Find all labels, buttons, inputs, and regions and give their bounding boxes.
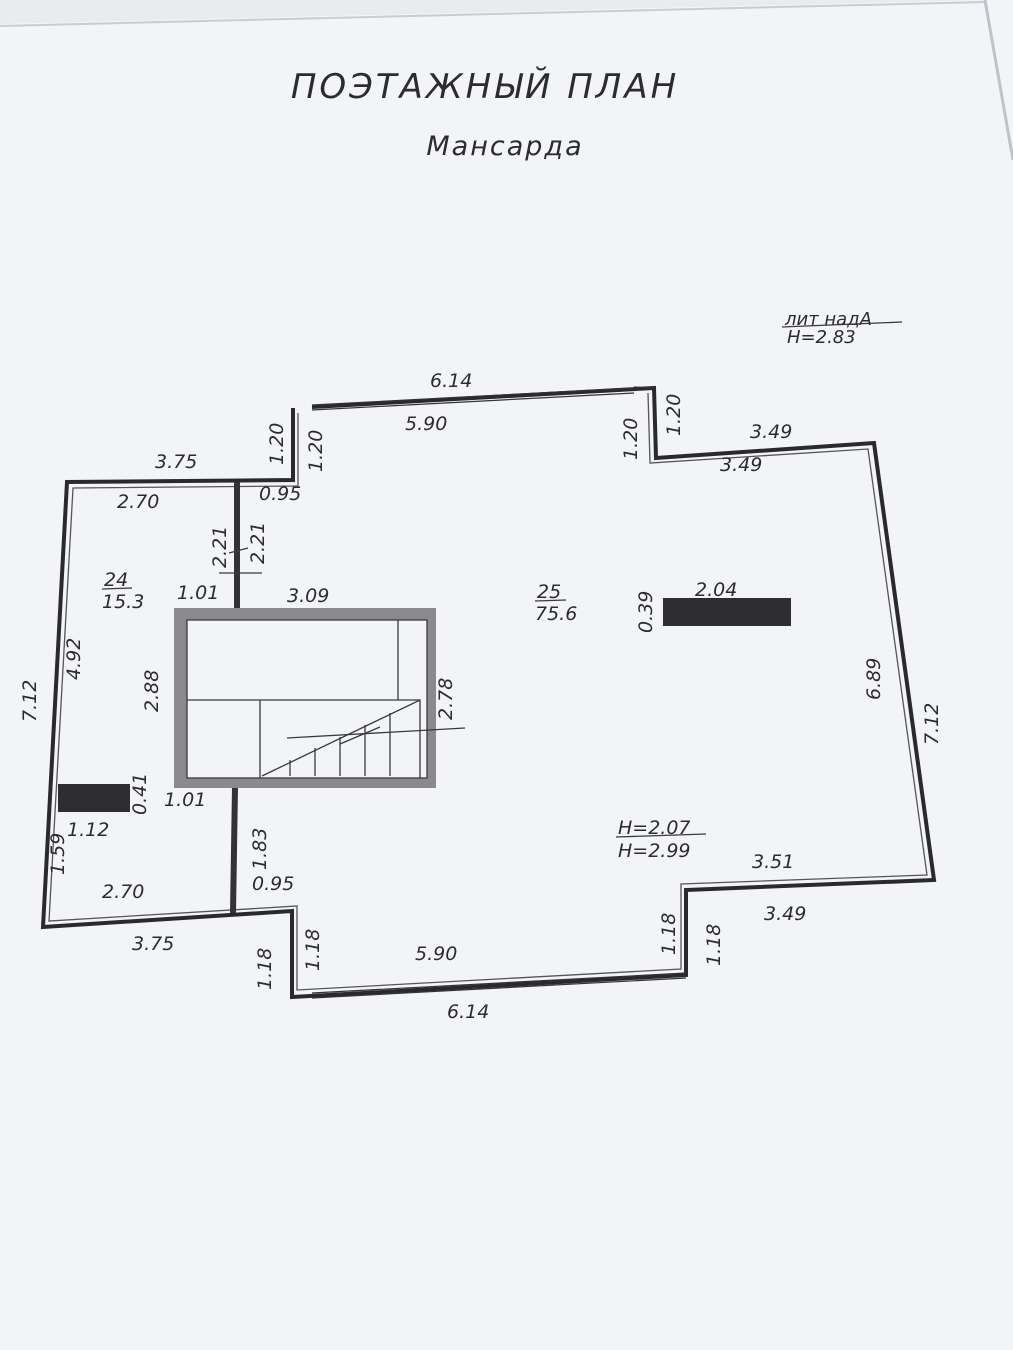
room-24-divider (101, 587, 133, 590)
dim-notch-tl-outer: 1.20 (266, 423, 288, 465)
dim-right-bottom-inner: 3.51 (752, 851, 794, 873)
bottom-window (311, 972, 687, 999)
height-label: Н=2.07 Н=2.99 (615, 817, 707, 862)
outer-wall-inner-line (48, 392, 928, 991)
paper-edge (0, 1, 986, 27)
outer-wall (40, 385, 937, 1000)
chimney-right (663, 598, 791, 626)
dim-left-bottom: 3.75 (132, 933, 174, 955)
dim-right-inner: 6.89 (863, 658, 885, 700)
dim-bottom-outer: 6.14 (447, 1001, 489, 1023)
room-24-label: 24 15.3 (101, 569, 144, 613)
dim-notch-tr-inner: 1.20 (620, 418, 642, 460)
lit-height: Н=2.83 (787, 327, 856, 348)
room-24-number: 24 (104, 569, 128, 591)
dim-right-top-outer: 3.49 (750, 421, 792, 443)
dim-right-top-inner: 3.49 (720, 454, 762, 476)
page-title: ПОЭТАЖНЫЙ ПЛАН (291, 66, 679, 107)
room-25-divider (534, 599, 567, 602)
dim-stair-top: 3.09 (287, 585, 329, 607)
dim-room24-bottom: 2.70 (102, 881, 144, 903)
top-window (311, 386, 655, 411)
dim-room24-top: 2.70 (117, 491, 159, 513)
dim-bottom-inner: 5.90 (415, 943, 457, 965)
dim-right-height: 7.12 (921, 703, 943, 745)
room-25-number: 25 (537, 581, 561, 603)
dim-notch-bl-inner: 1.18 (302, 929, 324, 971)
dim-chimney-left-w: 1.12 (67, 819, 109, 841)
dim-notch-br-inner: 1.18 (658, 913, 680, 955)
dim-wall-221-b: 2.21 (247, 522, 269, 564)
dim-left-top: 3.75 (155, 451, 197, 473)
stair-opening (174, 608, 466, 788)
room-24-area: 15.3 (102, 591, 144, 613)
dim-chimney-left-h: 0.41 (129, 773, 151, 815)
room-25-label: 25 75.6 (534, 581, 577, 625)
dim-chimney-right-h: 0.39 (635, 591, 657, 633)
page-subtitle: Мансарда (426, 131, 583, 162)
dim-door-101-top: 1.01 (177, 582, 219, 604)
dim-left-height: 7.12 (19, 680, 41, 722)
height-divider (615, 833, 707, 838)
dim-stair-right: 2.78 (435, 678, 457, 720)
dim-notch-bl-outer: 1.18 (254, 948, 276, 990)
paper-fold (983, 0, 1013, 161)
lit-underline (781, 321, 903, 328)
dim-stair-left: 2.88 (141, 670, 163, 712)
dim-top-outer: 6.14 (430, 370, 472, 392)
dim-left-inner: 4.92 (63, 638, 85, 680)
dim-wall-095-top: 0.95 (259, 483, 301, 505)
dim-wall-221-a: 2.21 (209, 526, 231, 568)
dim-right-bottom-outer: 3.49 (764, 903, 806, 925)
partition-wall-lower (230, 786, 238, 914)
dim-top-inner: 5.90 (405, 413, 447, 435)
dim-chimney-right-w: 2.04 (695, 579, 737, 601)
dim-wall-183: 1.83 (249, 828, 271, 870)
dim-wall-095-bottom: 0.95 (252, 873, 294, 895)
dim-notch-tl-inner: 1.20 (305, 430, 327, 472)
dim-notch-tr-outer: 1.20 (663, 394, 685, 436)
height-h2: Н=2.99 (618, 840, 691, 862)
dim-door-101-bottom: 1.01 (164, 789, 206, 811)
door-mark-upper-2 (228, 547, 249, 554)
height-h1: Н=2.07 (618, 817, 691, 839)
dim-notch-br-outer: 1.18 (703, 924, 725, 966)
dim-left-small: 1.59 (47, 833, 69, 875)
room-25-area: 75.6 (535, 603, 577, 625)
chimney-left (58, 784, 130, 812)
